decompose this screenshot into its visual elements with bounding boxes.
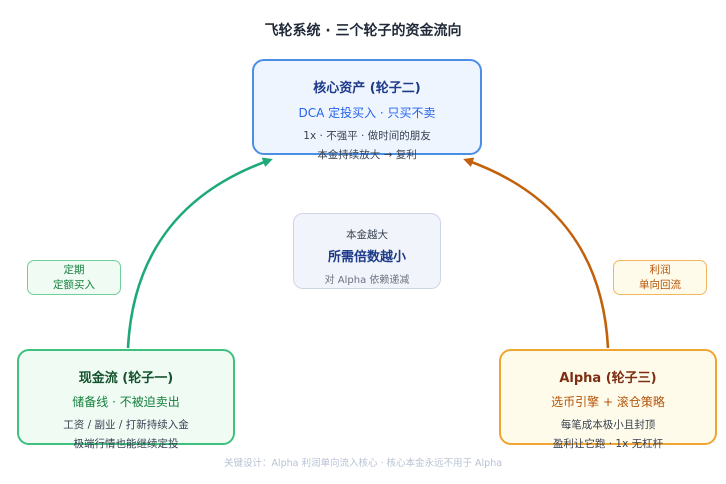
- core-line-1: 1x · 不强平 · 做时间的朋友: [303, 130, 431, 142]
- edge-right-line-1: 利润: [649, 264, 671, 276]
- diagram-title: 飞轮系统 · 三个轮子的资金流向: [264, 23, 462, 39]
- alpha-node: Alpha (轮子三) 选币引擎 + 滚仓策略 每笔成本极小且封顶 盈利让它跑 …: [499, 349, 717, 450]
- cash-title: 现金流 (轮子一): [78, 371, 174, 386]
- cash-line-2: 极端行情也能继续定投: [73, 438, 179, 450]
- edge-left-line-1: 定期: [63, 264, 85, 276]
- edge-left-line-2: 定额买入: [53, 279, 95, 291]
- arrow-alpha-to-core: [463, 157, 610, 349]
- cash-subtitle: 储备线 · 不被迫卖出: [72, 395, 180, 409]
- edge-right-line-2: 单向回流: [639, 279, 681, 291]
- center-line-3: 对 Alpha 依赖递减: [324, 275, 410, 286]
- center-line-2: 所需倍数越小: [327, 250, 406, 265]
- center-line-1: 本金越大: [346, 229, 388, 241]
- footer-note: 关键设计：Alpha 利润单向流入核心 · 核心本金永远不用于 Alpha: [223, 458, 503, 469]
- cash-line-1: 工资 / 副业 / 打新持续入金: [63, 419, 189, 431]
- core-asset-node: 核心资产 (轮子二) DCA 定投买入 · 只买不卖 1x · 不强平 · 做时…: [252, 59, 482, 161]
- alpha-title: Alpha (轮子三): [559, 371, 657, 386]
- core-subtitle: DCA 定投买入 · 只买不卖: [298, 106, 436, 120]
- center-note: 本金越大 所需倍数越小 对 Alpha 依赖递减: [293, 213, 441, 289]
- edge-label-right: 利润 单向回流: [613, 260, 707, 295]
- core-title: 核心资产 (轮子二): [313, 81, 421, 96]
- alpha-subtitle: 选币引擎 + 滚仓策略: [551, 395, 665, 409]
- edge-label-left: 定期 定额买入: [27, 260, 121, 295]
- alpha-line-1: 每笔成本极小且封顶: [560, 419, 656, 431]
- core-line-2: 本金持续放大 → 复利: [317, 149, 417, 161]
- alpha-line-2: 盈利让它跑 · 1x 无杠杆: [552, 438, 664, 450]
- arrow-cash-to-core: [126, 157, 273, 349]
- cash-flow-node: 现金流 (轮子一) 储备线 · 不被迫卖出 工资 / 副业 / 打新持续入金 极…: [17, 349, 235, 450]
